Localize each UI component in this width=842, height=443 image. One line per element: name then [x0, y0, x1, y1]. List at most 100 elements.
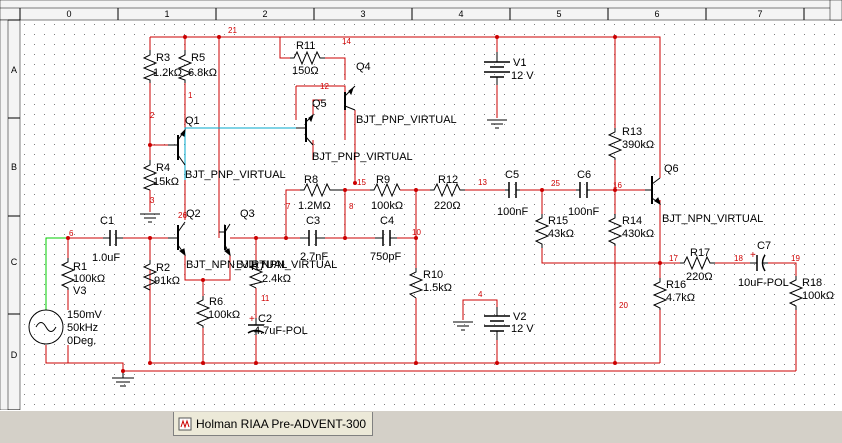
sheet-tab[interactable]: Holman RIAA Pre-ADVENT-300 — [173, 412, 374, 436]
resistor-r6[interactable] — [195, 296, 211, 328]
capacitor-c7[interactable] — [750, 254, 768, 272]
sheet-tab-bar: Holman RIAA Pre-ADVENT-300 — [0, 410, 842, 443]
ruler-col-3: 3 — [360, 9, 365, 19]
r15-value: 43kΩ — [548, 228, 574, 240]
q1-ref: Q1 — [185, 115, 200, 127]
transistor-q3[interactable] — [219, 223, 231, 257]
r8-value: 1.2MΩ — [298, 200, 331, 212]
q4-ref: Q4 — [356, 61, 371, 73]
battery-v1[interactable] — [484, 52, 510, 85]
input-wire — [45, 237, 68, 310]
ac-source-v3[interactable] — [28, 309, 64, 345]
resistor-r9[interactable] — [370, 182, 401, 198]
c6-ref: C6 — [577, 169, 591, 181]
resistor-r7[interactable] — [248, 260, 264, 289]
r3-value: 1.2kΩ — [153, 67, 182, 79]
sheet-tab-title: Holman RIAA Pre-ADVENT-300 — [196, 416, 367, 431]
capacitor-c6[interactable] — [576, 182, 590, 198]
r18-ref: R18 — [802, 277, 822, 289]
selected-wire — [184, 127, 296, 180]
q2-model: BJT_NPN_VIRTUAL — [186, 259, 287, 271]
r17-ref: R17 — [690, 247, 710, 259]
ruler-col-7: 7 — [757, 9, 762, 19]
q6-model: BJT_NPN_VIRTUAL — [662, 213, 763, 225]
capacitor-c5[interactable] — [505, 182, 520, 198]
ruler-row-c: C — [11, 257, 18, 267]
transistor-q1[interactable] — [168, 128, 186, 166]
c7-value: 10uF-POL — [738, 277, 789, 289]
resistor-r1[interactable] — [60, 258, 76, 290]
c4-ref: C4 — [380, 215, 394, 227]
c2-value: 4.7uF-POL — [254, 325, 308, 337]
ground-icon — [112, 119, 507, 387]
r14-ref: R14 — [622, 215, 642, 227]
r4-ref: R4 — [156, 162, 170, 174]
q4-model: BJT_PNP_VIRTUAL — [356, 114, 457, 126]
resistor-r4[interactable] — [142, 160, 158, 191]
v3-amplitude: 150mV — [67, 309, 103, 321]
resistor-r11[interactable] — [290, 50, 325, 66]
r5-value: 6.8kΩ — [188, 67, 217, 79]
resistor-r16[interactable] — [652, 278, 668, 310]
q5-model: BJT_PNP_VIRTUAL — [312, 151, 413, 163]
capacitor-c1[interactable] — [103, 230, 123, 246]
c5-value: 100nF — [497, 206, 528, 218]
transistor-q5[interactable] — [296, 113, 314, 146]
r16-ref: R16 — [666, 279, 686, 291]
junctions — [66, 35, 662, 373]
node-11: 11 — [261, 294, 270, 303]
node-6: 6 — [69, 229, 74, 238]
r2-ref: R2 — [156, 262, 170, 274]
resistor-r18[interactable] — [788, 276, 804, 310]
q6-ref: Q6 — [664, 163, 679, 175]
resistor-r3[interactable] — [142, 50, 158, 83]
q1-model: BJT_PNP_VIRTUAL — [185, 169, 286, 181]
transistor-q4[interactable] — [344, 85, 356, 111]
node-17: 17 — [669, 254, 678, 263]
c3-value: 2.7nF — [300, 251, 328, 263]
r18-value: 100kΩ — [802, 290, 834, 302]
transistor-q2[interactable] — [168, 221, 186, 257]
r11-ref: R11 — [296, 40, 315, 52]
r1-value: 100kΩ — [73, 273, 105, 285]
resistor-r10[interactable] — [408, 268, 424, 299]
resistor-r8[interactable] — [300, 182, 345, 198]
battery-v2[interactable] — [484, 307, 510, 340]
transistor-q6[interactable] — [645, 176, 661, 206]
node-12: 12 — [320, 82, 329, 91]
capacitor-c3[interactable] — [300, 230, 325, 246]
ruler-col-2: 2 — [262, 9, 267, 19]
r16-value: 4.7kΩ — [666, 292, 695, 304]
c6-value: 100nF — [568, 206, 599, 218]
r4-value: 15kΩ — [153, 176, 179, 188]
r7-ref: R7 — [251, 261, 265, 273]
node-7: 7 — [286, 202, 291, 211]
capacitor-c4[interactable] — [375, 230, 397, 246]
c4-value: 750pF — [370, 251, 401, 263]
v3-ref: V3 — [73, 285, 86, 297]
v1-ref: V1 — [513, 57, 526, 69]
top-ruler: 0 1 2 3 4 5 6 7 — [0, 0, 842, 21]
v3-phase: 0Deg. — [67, 335, 96, 347]
resistor-r12[interactable] — [430, 182, 465, 198]
ruler-row-a: A — [11, 65, 17, 75]
node-8: 8 — [349, 202, 354, 211]
wires — [45, 36, 797, 372]
c5-ref: C5 — [505, 169, 519, 181]
ruler-col-0: 0 — [66, 9, 71, 19]
resistor-r2[interactable] — [142, 260, 158, 291]
capacitor-c2[interactable] — [247, 318, 265, 335]
resistor-r15[interactable] — [534, 214, 550, 248]
node-15: 15 — [357, 178, 366, 187]
r14-value: 430kΩ — [622, 228, 654, 240]
node-2: 2 — [150, 111, 155, 120]
resistor-r14[interactable] — [607, 214, 623, 246]
node-4: 4 — [478, 290, 483, 299]
v2-ref: V2 — [513, 311, 526, 323]
resistor-r13[interactable] — [607, 128, 623, 160]
resistor-r17[interactable] — [680, 255, 715, 271]
resistor-r5[interactable] — [177, 50, 193, 83]
r11-value: 150Ω — [292, 65, 319, 77]
r12-value: 220Ω — [434, 200, 461, 212]
schematic-canvas[interactable]: 0 1 2 3 4 5 6 7 A B C D — [0, 0, 842, 411]
